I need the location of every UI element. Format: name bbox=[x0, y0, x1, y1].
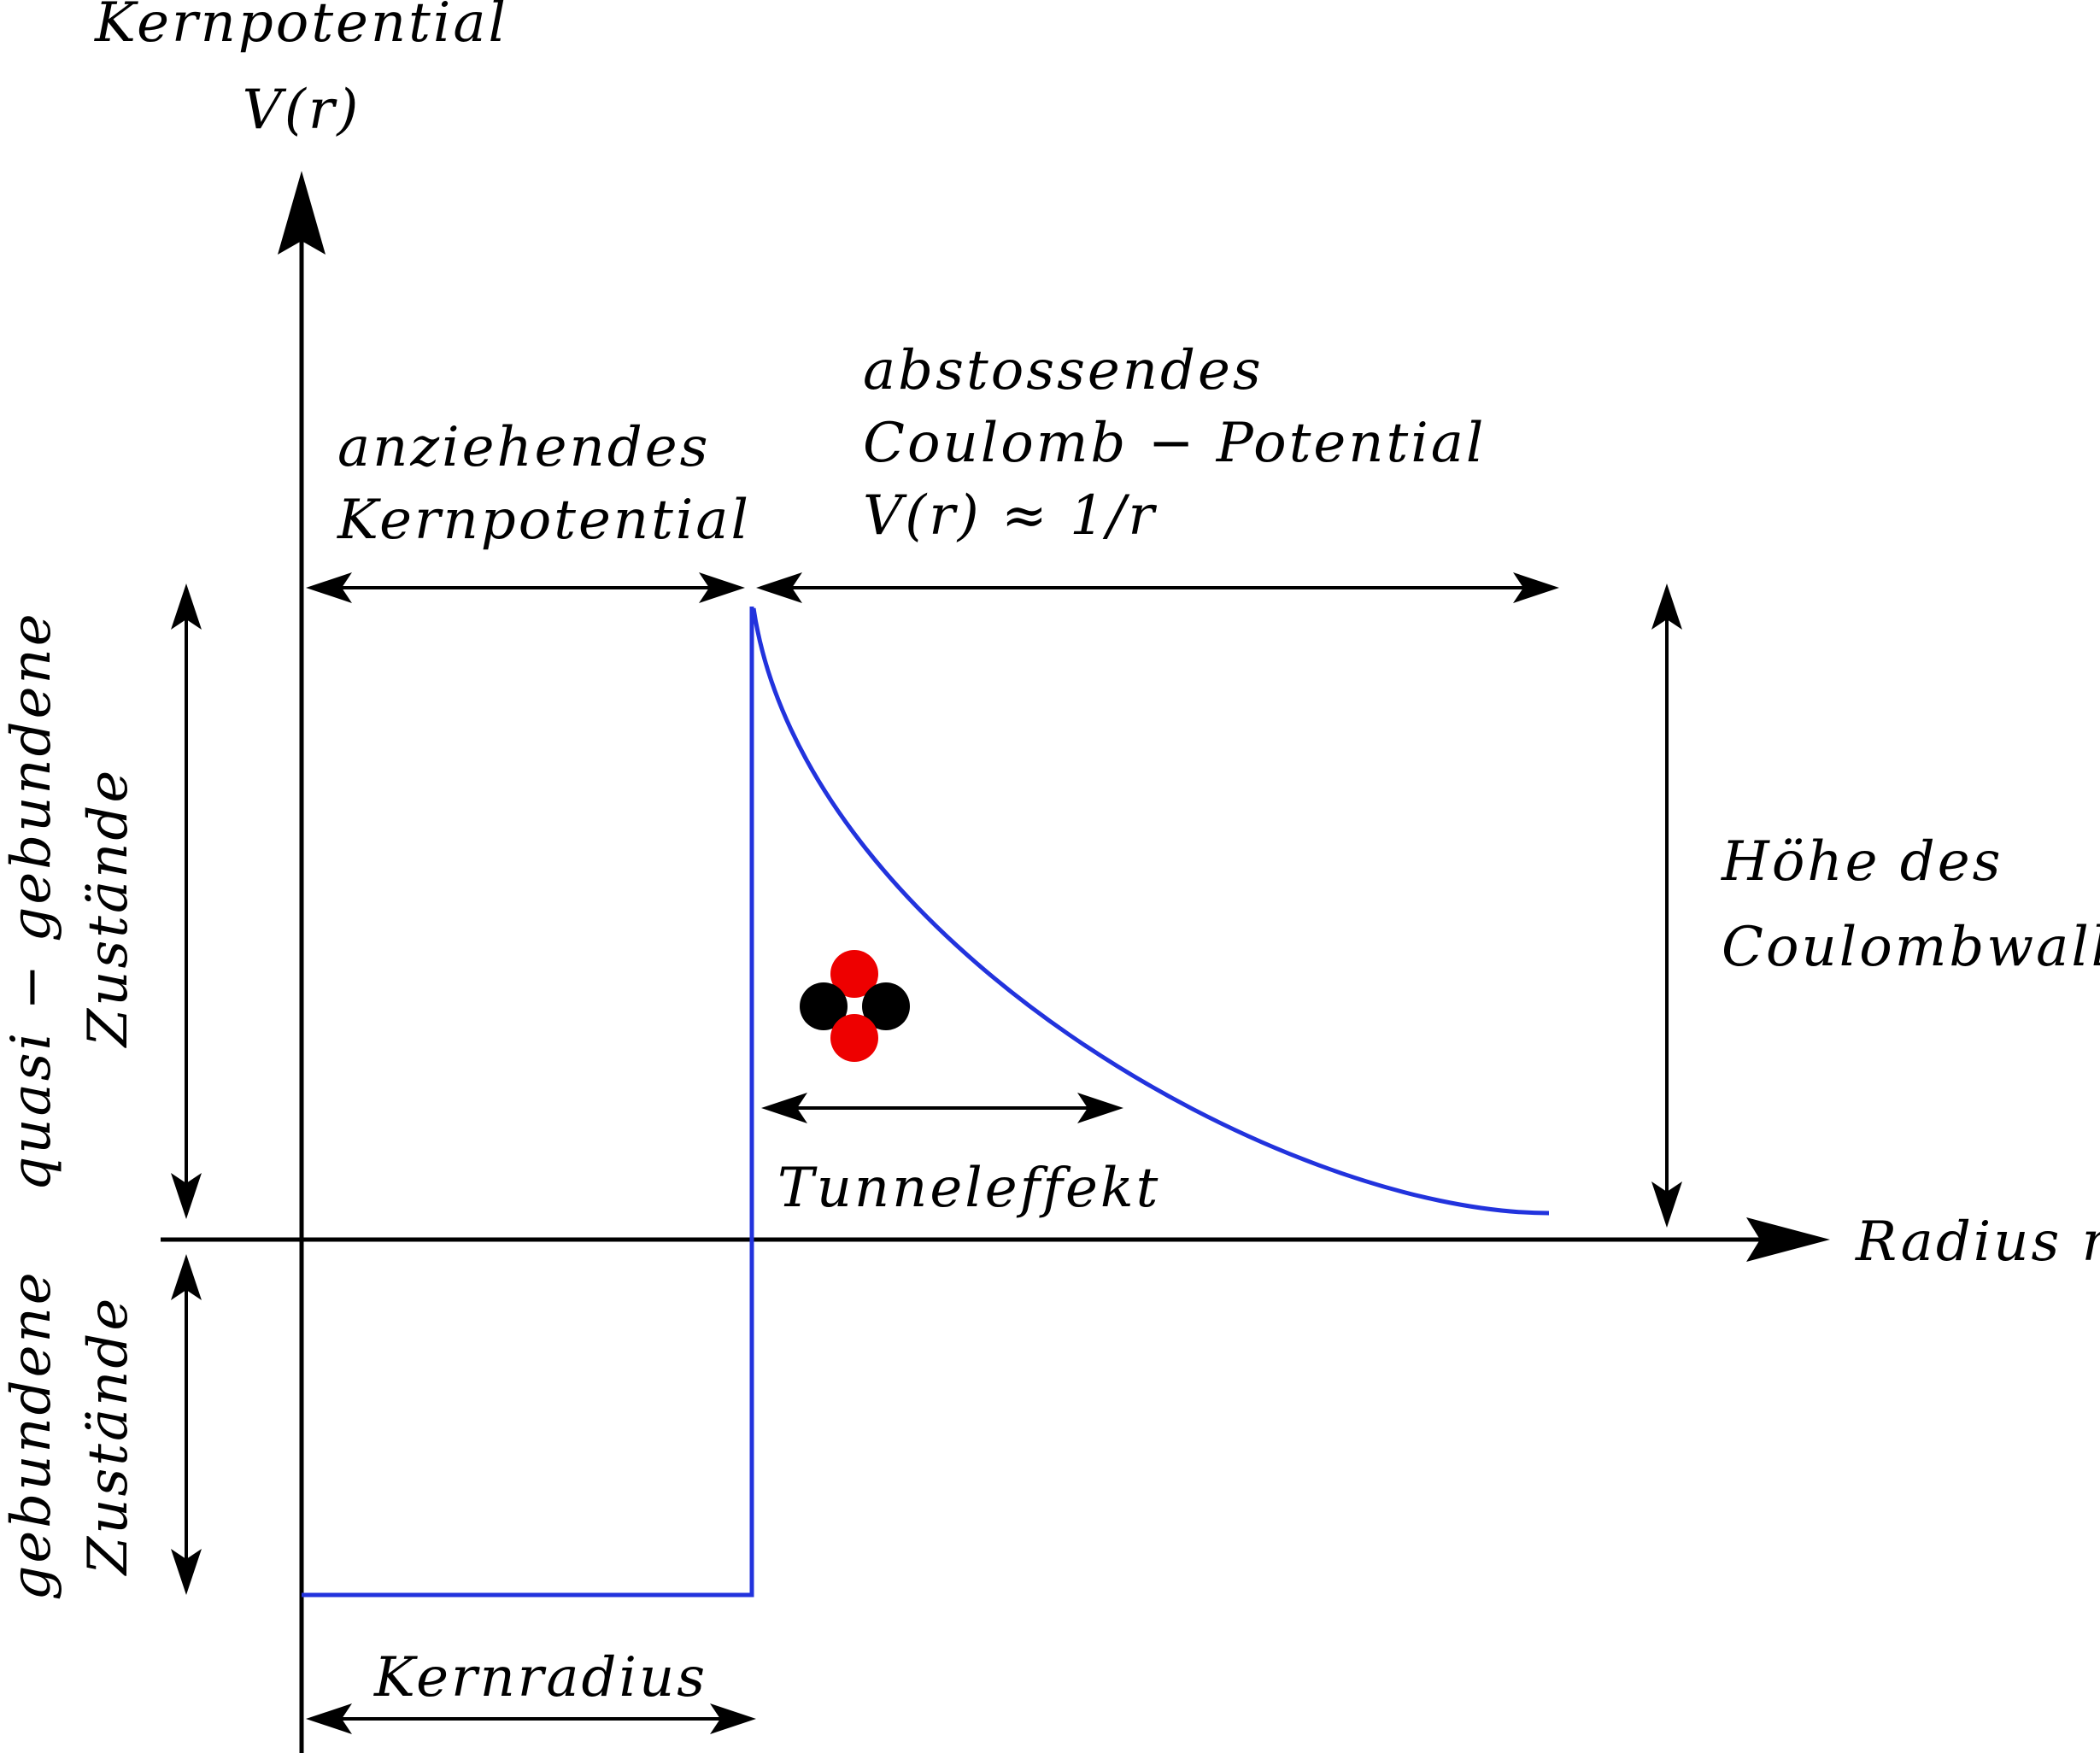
proton-top bbox=[830, 950, 878, 998]
nuclear-radius-label: Kernradius bbox=[373, 1646, 707, 1709]
y-axis-label-line1: Kernpotential bbox=[94, 0, 508, 55]
attractive-range-arrow bbox=[306, 572, 745, 603]
repulsive-label-line1: abstossendes bbox=[863, 339, 1264, 402]
x-axis-label: Radius r bbox=[1855, 1211, 2100, 1274]
neutron-left bbox=[800, 982, 848, 1030]
barrier-height-label-line1: Höhe des bbox=[1721, 830, 2003, 894]
attractive-label-line1: anziehendes bbox=[337, 416, 710, 479]
repulsive-range-arrow bbox=[756, 572, 1559, 603]
y-axis bbox=[278, 171, 326, 1753]
alpha-particle bbox=[800, 950, 910, 1062]
potential-curve bbox=[302, 607, 1550, 1598]
barrier-height-label-line2: Coulombwalls bbox=[1722, 916, 2100, 979]
y-axis-label-line2: V(r) bbox=[243, 79, 361, 142]
bound-label-line1: gebundene bbox=[0, 1269, 63, 1600]
coulomb-barrier-curve bbox=[751, 607, 1550, 1216]
quasi-bound-arrow bbox=[171, 583, 202, 1219]
bound-label-line2: Zustände bbox=[77, 1296, 140, 1576]
barrier-height-arrow bbox=[1651, 583, 1682, 1228]
nuclear-radius-arrow bbox=[306, 1703, 756, 1734]
bound-arrow bbox=[171, 1254, 202, 1595]
tunnel-label: Tunneleffekt bbox=[777, 1157, 1160, 1220]
repulsive-label-line3: V(r) ≈ 1/r bbox=[863, 484, 1157, 548]
proton-bottom bbox=[830, 1014, 878, 1062]
quasi-bound-label-line1: quasi − gebundene bbox=[0, 611, 63, 1191]
neutron-right bbox=[862, 982, 910, 1030]
x-axis bbox=[161, 1217, 1830, 1262]
quasi-bound-label-line2: Zustände bbox=[77, 768, 140, 1048]
repulsive-label-line2: Coulomb − Potential bbox=[863, 412, 1486, 475]
attractive-label-line2: Kernpotential bbox=[337, 489, 751, 552]
tunnel-arrow bbox=[761, 1093, 1123, 1123]
potential-well bbox=[302, 607, 754, 1598]
